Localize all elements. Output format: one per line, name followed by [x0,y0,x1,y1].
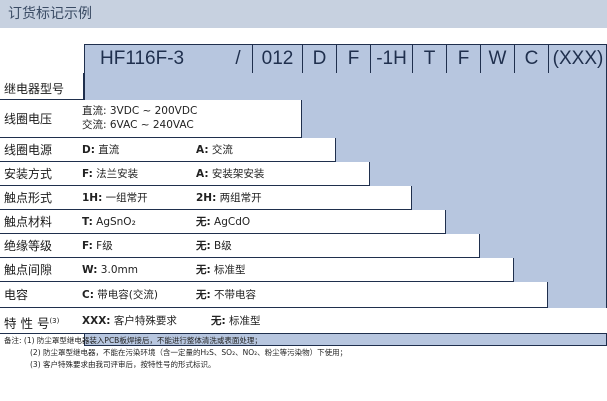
option-b: 无: 标准型 [211,315,261,327]
row-label: 电容 [4,288,29,302]
row-label: 安装方式 [4,167,53,181]
code-voltage: 012 [252,45,302,73]
option-a: C: 带电容(交流) [82,289,158,301]
note-2: (2) 防尘罩型继电器，不能在污染环境（含一定量的H₂S、SO₂、NO₂、粉尘等… [30,348,348,357]
notes: 备注: (1) 防尘罩型继电器装入PCB板焊接后，不能进行整体清洗或表面处理； … [4,335,347,371]
row-coil-voltage: 线圈电压 直流: 3VDC ~ 200VDC 交流: 6VAC ~ 240VAC [0,100,302,138]
note-1: 备注: (1) 防尘罩型继电器装入PCB板焊接后，不能进行整体清洗或表面处理； [4,336,262,345]
row-label: 触点形式 [4,191,53,205]
option-a: F: F级 [82,240,113,252]
option-b: 无: B级 [196,240,232,252]
option-a: D: 直流 [82,144,120,156]
row-label: 线圈电压 [4,112,53,126]
row-contact-form: 触点形式 1H: 一组常开 2H: 两组常开 [0,186,412,210]
code-gap: W [480,45,514,73]
code-insulation: F [446,45,480,73]
note-3: (3) 客户特殊要求由我司评审后，按特性号的形式标识。 [30,360,216,369]
row-label: 绝缘等级 [4,239,53,253]
code-coil-power: D [302,45,336,73]
coil-voltage-dc: 直流: 3VDC ~ 200VDC [82,105,198,117]
option-a: F: 法兰安装 [82,168,139,180]
code-slash: / [235,48,241,69]
option-b: 2H: 两组常开 [196,192,262,204]
option-a: W: 3.0mm [82,264,138,276]
option-b: A: 安装架安装 [196,168,265,180]
option-a: XXX: 客户特殊要求 [82,315,177,327]
row-label: 特 性 号(3) [4,316,60,332]
row-insulation: 绝缘等级 F: F级 无: B级 [0,234,480,258]
row-contact-material: 触点材料 T: AgSnO₂ 无: AgCdO [0,210,446,234]
option-b: 无: 不带电容 [196,289,257,301]
row-coil-power: 线圈电源 D: 直流 A: 交流 [0,138,336,162]
row-model: 继电器型号 [0,73,84,100]
code-contact-form: -1H [370,45,412,73]
row-label: 继电器型号 [4,82,65,96]
option-b: A: 交流 [196,144,233,156]
row-capacitor: 电容 C: 带电容(交流) 无: 不带电容 [0,282,548,308]
row-label: 触点材料 [4,215,53,229]
option-a: 1H: 一组常开 [82,192,148,204]
code-special: (XXX) [548,45,607,73]
row-label: 线圈电源 [4,143,53,157]
code-capacitor: C [514,45,548,73]
option-b: 无: 标准型 [196,264,246,276]
row-label: 触点间隙 [4,263,53,277]
code-model: HF116F-3 [100,48,185,69]
row-special: 特 性 号(3) XXX: 客户特殊要求 无: 标准型 [0,308,607,334]
code-contact-material: T [412,45,446,73]
option-a: T: AgSnO₂ [82,216,136,228]
row-gap: 触点间隙 W: 3.0mm 无: 标准型 [0,258,514,282]
code-mounting: F [336,45,370,73]
row-mounting: 安装方式 F: 法兰安装 A: 安装架安装 [0,162,370,186]
page-title: 订货标记示例 [0,0,607,28]
coil-voltage-ac: 交流: 6VAC ~ 240VAC [82,119,194,131]
option-b: 无: AgCdO [196,216,251,228]
